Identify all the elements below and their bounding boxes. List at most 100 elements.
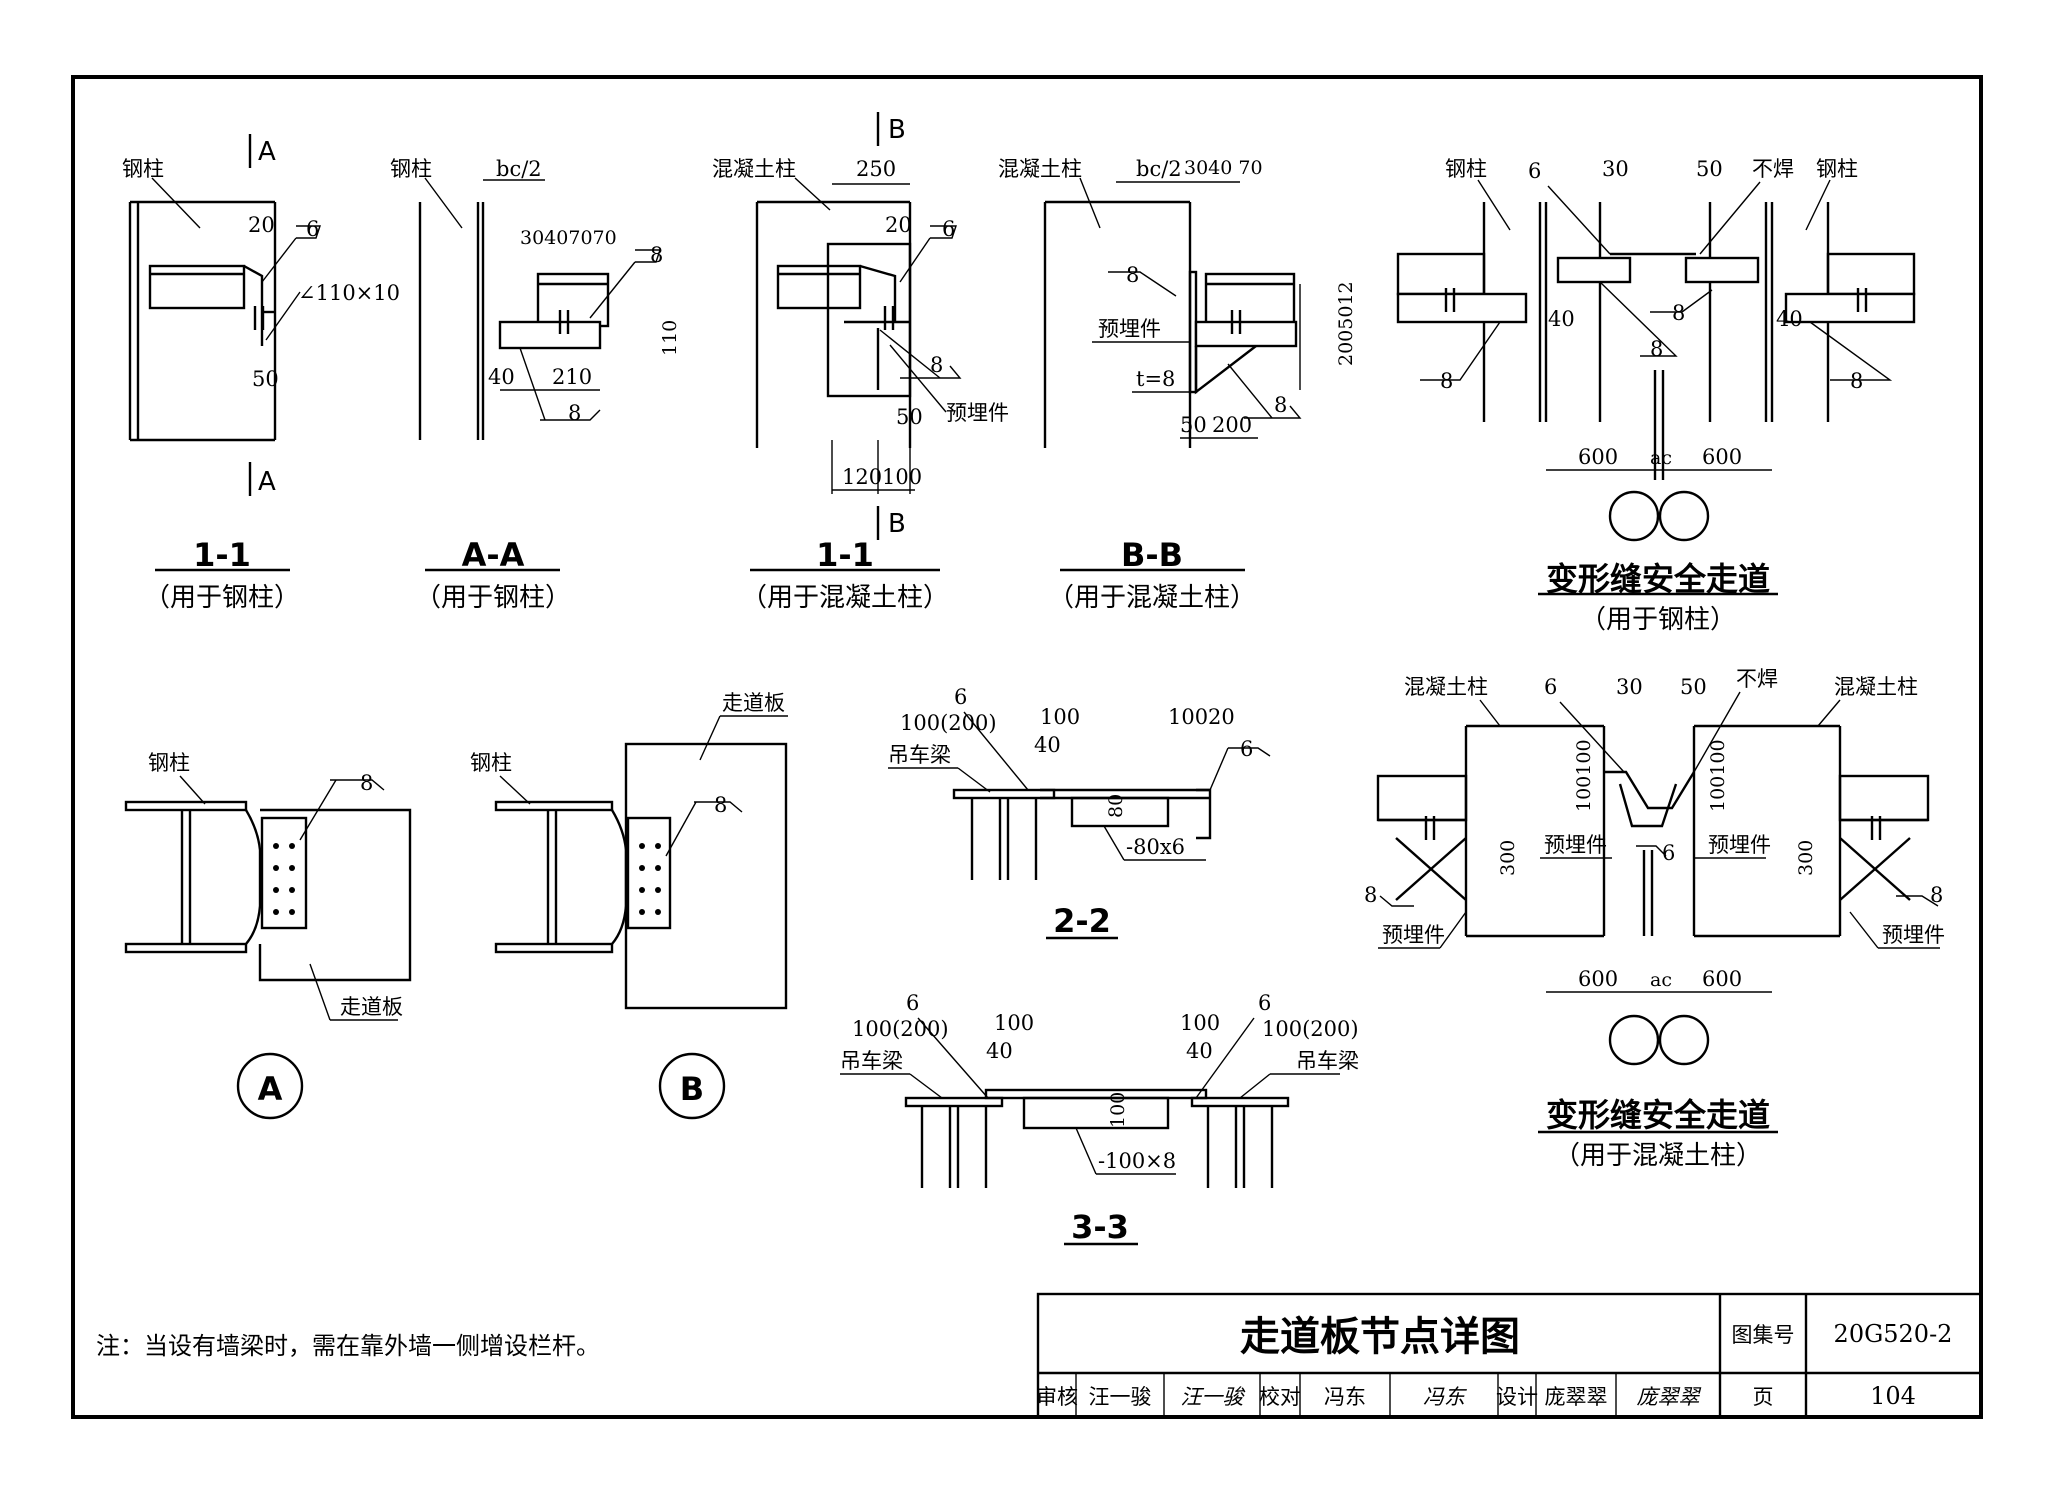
dim-100100-left: 100100 <box>1573 739 1595 812</box>
atlas-label: 图集号 <box>1732 1323 1795 1347</box>
weld-8-left: 8 <box>1364 883 1377 907</box>
dim-120: 120 <box>842 465 882 489</box>
view-title: 变形缝安全走道 <box>1546 560 1770 598</box>
dim-600-right: 600 <box>1702 967 1742 991</box>
view-title: 1-1 <box>193 536 251 574</box>
gap-ac: ac <box>1650 447 1672 469</box>
weld-6-right: 6 <box>1240 737 1253 761</box>
column-label: 钢柱 <box>390 157 432 181</box>
dim-100-200-right: 100(200) <box>1262 1017 1359 1041</box>
drawing-title: 走道板节点详图 <box>1240 1314 1520 1360</box>
dim-30: 30 <box>1602 157 1629 181</box>
view-2-2: 6 100(200) 100 40 吊车梁 100 20 6 80 -80x6 … <box>888 685 1271 940</box>
reviewer-name: 汪一骏 <box>1089 1385 1152 1409</box>
weld-8-b: 8 <box>1650 337 1663 361</box>
dim-40-left: 40 <box>986 1039 1013 1063</box>
view-plan-a: 钢柱 8 走道板 A <box>124 751 412 1120</box>
detail-mark-a-text: A <box>258 1070 283 1108</box>
review-label: 审核 <box>1036 1385 1078 1409</box>
embed-label-l1: 预埋件 <box>1544 833 1607 857</box>
no-weld-label: 不焊 <box>1752 157 1794 181</box>
view-subtitle: （用于钢柱） <box>144 583 300 613</box>
plate-label: 走道板 <box>340 995 403 1019</box>
detail-mark-b-text: B <box>680 1070 704 1108</box>
view-title: 3-3 <box>1071 1208 1129 1246</box>
weld-8-right: 8 <box>1930 883 1943 907</box>
dims-30407070: 30407070 <box>520 227 617 249</box>
bc-dim: bc/2 <box>496 157 542 181</box>
weld-8-c: 8 <box>1440 369 1453 393</box>
dim-50: 50 <box>896 405 923 429</box>
weld-8-d: 8 <box>1850 369 1863 393</box>
weld-size-6: 6 <box>954 685 967 709</box>
embed-label-l2: 预埋件 <box>1382 923 1445 947</box>
embed-label: 预埋件 <box>946 401 1009 425</box>
dim-300-right: 300 <box>1795 840 1817 876</box>
dim-100-right: 100 <box>1168 705 1208 729</box>
angle-size: ∠110×10 <box>298 281 400 305</box>
view-title: B-B <box>1121 536 1183 574</box>
view-subtitle: （用于钢柱） <box>415 583 571 613</box>
view-3-3: 6 100(200) 100 40 吊车梁 6 100(200) 100 40 … <box>840 991 1359 1246</box>
weld-8: 8 <box>714 793 727 817</box>
view-title: 2-2 <box>1053 902 1111 940</box>
weld-8-bottom: 8 <box>568 401 581 425</box>
dim-200: 200 <box>1212 413 1252 437</box>
flat-bar-label: -100×8 <box>1098 1149 1176 1173</box>
dim-100: 100 <box>1040 705 1080 729</box>
reviewer-signature: 汪一骏 <box>1181 1385 1246 1409</box>
dim-210: 210 <box>552 365 592 389</box>
bc-dim: bc/2 <box>1136 157 1182 181</box>
section-cut-a-bottom: A <box>258 467 276 497</box>
dim-20: 20 <box>1208 705 1235 729</box>
no-weld-label: 不焊 <box>1736 667 1778 691</box>
view-subtitle: （用于混凝土柱） <box>1554 1141 1762 1171</box>
view-title: 变形缝安全走道 <box>1546 1096 1770 1134</box>
dim-40-left: 40 <box>1548 307 1575 331</box>
weld-left: 6 <box>906 991 919 1015</box>
dim-40: 40 <box>1034 733 1061 757</box>
dim-100-200-left: 100(200) <box>852 1017 949 1041</box>
weld-right: 6 <box>1258 991 1271 1015</box>
checker-name: 冯东 <box>1324 1385 1366 1409</box>
design-label: 设计 <box>1496 1385 1538 1409</box>
view-b-b: 混凝土柱 bc/2 3040 70 8 预埋件 t=8 2005012 8 50… <box>998 157 1357 613</box>
view-subtitle: （用于钢柱） <box>1580 605 1736 635</box>
column-label: 混凝土柱 <box>712 157 796 181</box>
embed-label: 预埋件 <box>1098 317 1161 341</box>
dim-40-right: 40 <box>1186 1039 1213 1063</box>
col-left-label: 钢柱 <box>1445 157 1487 181</box>
dim-40-right: 40 <box>1776 307 1803 331</box>
dim-250: 250 <box>856 157 896 181</box>
title-block: 走道板节点详图 图集号 20G520-2 审核 汪一骏 汪一骏 校对 冯东 冯东… <box>1036 1292 1983 1419</box>
col-left-label: 混凝土柱 <box>1404 675 1488 699</box>
embed-label-r2: 预埋件 <box>1882 923 1945 947</box>
page-label: 页 <box>1753 1385 1774 1409</box>
weld-8: 8 <box>360 771 373 795</box>
view-subtitle: （用于混凝土柱） <box>1048 583 1256 613</box>
dim-100-right: 100 <box>1180 1011 1220 1035</box>
checker-signature: 冯东 <box>1423 1385 1467 1409</box>
weld-size-6: 6 <box>1544 675 1557 699</box>
dim-110: 110 <box>659 320 681 356</box>
weld-6-center: 6 <box>1662 841 1675 865</box>
plate-label: 走道板 <box>722 691 785 715</box>
dim-20: 20 <box>885 213 912 237</box>
view-title: A-A <box>462 536 525 574</box>
thickness-label: t=8 <box>1136 367 1175 391</box>
weld-8: 8 <box>1126 263 1139 287</box>
weld-8-side: 8 <box>1274 393 1287 417</box>
view-expansion-joint-concrete: 混凝土柱 混凝土柱 6 30 50 不焊 <box>1364 667 1945 1171</box>
column-label: 钢柱 <box>148 751 190 775</box>
weld-size-6: 6 <box>306 217 319 241</box>
view-a-a: 钢柱 bc/2 30407070 8 110 40 210 8 A-A （用于钢… <box>390 157 681 613</box>
flat-bar-label: -80x6 <box>1126 835 1185 859</box>
dim-100-vertical: 100 <box>1107 1092 1129 1128</box>
right-dims: 2005012 <box>1335 281 1357 366</box>
weld-size-6: 6 <box>1528 159 1541 183</box>
dim-80: 80 <box>1105 794 1127 818</box>
view-plan-b: 钢柱 8 走道板 B <box>470 691 788 1120</box>
dim-50: 50 <box>1680 675 1707 699</box>
view-1-1-steel: 钢柱 A A 20 6 ∠110×10 50 1-1 （用于钢柱） <box>122 134 400 613</box>
